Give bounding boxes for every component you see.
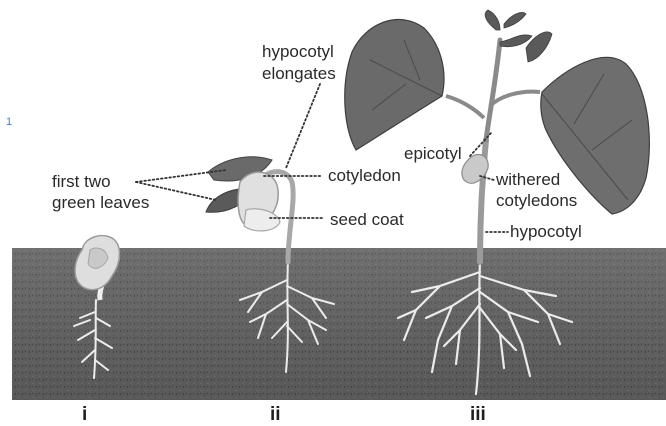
seedling-iii-buds [485, 10, 552, 62]
edge-mark: 1 [6, 116, 12, 128]
label-hypocotyl-elongates-line1: hypocotyl [262, 42, 334, 61]
seedling-iii-leaf-left [345, 20, 444, 150]
label-withered-line1: withered [496, 170, 560, 189]
leader-hypocotyl-elongates [286, 84, 320, 168]
label-epicotyl: epicotyl [404, 144, 462, 163]
label-seed-coat: seed coat [330, 210, 404, 229]
label-first-two-line1: first two [52, 172, 111, 191]
label-hypocotyl: hypocotyl [510, 222, 582, 241]
label-withered-line2: cotyledons [496, 191, 577, 210]
label-first-two-line2: green leaves [52, 193, 149, 212]
leader-epicotyl [470, 132, 492, 156]
label-cotyledon: cotyledon [328, 166, 401, 185]
label-hypocotyl-elongates-line2: elongates [262, 64, 336, 83]
blank-panel [30, 16, 180, 148]
seedling-ii-seed-coat [244, 209, 280, 231]
seedling-iii-epicotyl [486, 40, 500, 140]
